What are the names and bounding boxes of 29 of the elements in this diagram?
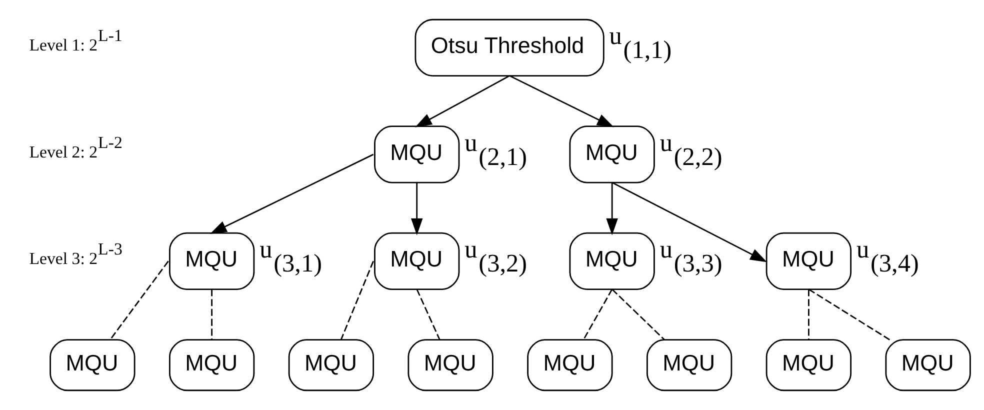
node-box: MQU [885, 339, 971, 392]
connector [416, 288, 440, 340]
connector [808, 288, 890, 340]
node-box: MQU [374, 126, 460, 184]
arrow [612, 182, 768, 262]
node-box: MQU [168, 232, 255, 290]
node-box: MQU [527, 339, 613, 392]
arrow [509, 75, 614, 128]
node-box: MQU [766, 339, 852, 392]
node-box: Otsu Threshold [414, 18, 604, 76]
node-box: MQU [646, 339, 732, 392]
node-box: MQU [569, 126, 655, 184]
node-box: MQU [766, 232, 852, 290]
node-box: MQU [50, 339, 136, 392]
node-box: MQU [374, 232, 460, 290]
node-box: MQU [408, 339, 494, 392]
connector [808, 289, 810, 340]
arrow [410, 182, 423, 236]
node-box: MQU [288, 339, 374, 392]
node-box: MQU [168, 339, 255, 392]
node-box: MQU [569, 232, 655, 290]
connector [211, 289, 213, 340]
arrow [606, 182, 618, 236]
connector [612, 288, 665, 340]
arrow [415, 75, 510, 128]
arrow [210, 154, 374, 234]
connector [582, 288, 613, 340]
connector [110, 260, 169, 340]
connector [340, 260, 374, 340]
